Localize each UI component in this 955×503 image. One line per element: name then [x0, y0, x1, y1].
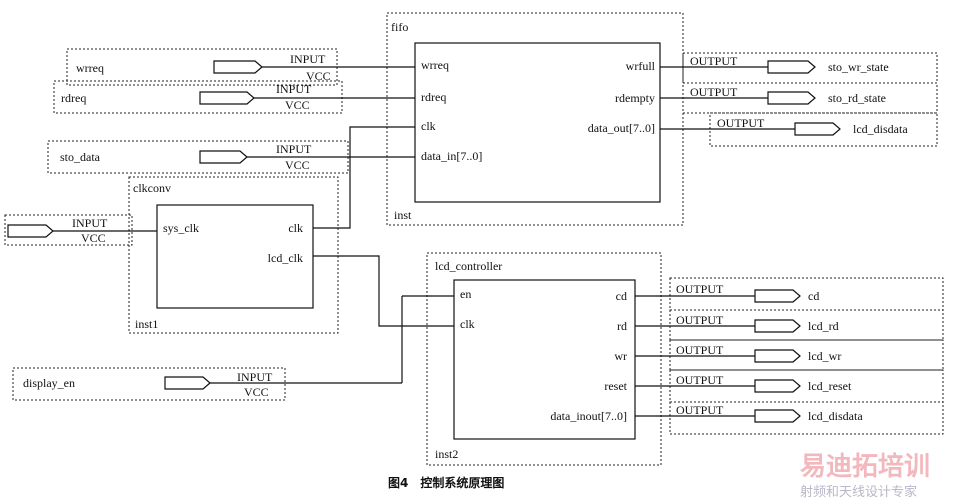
lcd-controller-title: lcd_controller	[435, 259, 502, 273]
output-pin-lcd-disdata-2-name: lcd_disdata	[808, 409, 863, 423]
output-pin-lcd-wr-type: OUTPUT	[676, 343, 724, 357]
output-pin-lcd-disdata-1-type: OUTPUT	[717, 116, 765, 130]
output-pin-lcd-disdata-1-name: lcd_disdata	[853, 122, 908, 136]
clkconv-title: clkconv	[133, 181, 171, 195]
wire-lcdclk-to-lcd	[313, 255, 454, 327]
figure-caption: 图4 控制系统原理图	[388, 475, 504, 490]
output-pin-cd-type: OUTPUT	[676, 282, 724, 296]
input-pin-sto-data-type: INPUT	[276, 142, 312, 156]
output-pin-sto-wr-state-shape	[767, 60, 816, 74]
wire-clk-to-fifo	[313, 126, 415, 229]
lcd-port-reset: reset	[604, 379, 627, 393]
input-pin-rdreq-name: rdreq	[61, 91, 86, 105]
input-pin-rdreq-shape	[199, 91, 255, 105]
output-pin-lcd-disdata-1-shape	[794, 122, 841, 136]
output-pin-lcd-disdata-2-type: OUTPUT	[676, 403, 724, 417]
input-pin-sto-data-name: sto_data	[60, 150, 101, 164]
clkconv-outer-box	[128, 176, 339, 334]
fifo-instance: inst	[394, 208, 412, 222]
fifo-port-data-in: data_in[7..0]	[421, 149, 482, 163]
clkconv-port-sys-clk: sys_clk	[163, 221, 199, 235]
input-pin-display-en-type: INPUT	[237, 370, 273, 384]
fifo-outer-box	[386, 12, 684, 226]
output-pin-lcd-disdata-2-shape	[754, 409, 801, 423]
fifo-port-wrfull: wrfull	[626, 59, 656, 73]
output-pin-lcd-wr-name: lcd_wr	[808, 349, 841, 363]
output-pin-lcd-reset-name: lcd_reset	[808, 379, 852, 393]
lcd-port-cd: cd	[616, 289, 627, 303]
input-pin-display-en-shape	[164, 376, 211, 390]
fifo-port-data-out: data_out[7..0]	[588, 121, 655, 135]
lcd-controller-block	[453, 279, 636, 440]
input-pin-rdreq-vcc: VCC	[285, 98, 310, 112]
watermark-title: 易迪拓培训	[800, 452, 930, 482]
input-pin-sysclk-shape	[7, 224, 54, 238]
input-pin-sysclk-vcc: VCC	[81, 231, 106, 245]
input-pin-sto-data-vcc: VCC	[285, 158, 310, 172]
lcd-port-clk: clk	[460, 317, 475, 331]
output-pin-sto-wr-state-type: OUTPUT	[690, 54, 738, 68]
fifo-port-rdreq: rdreq	[421, 90, 446, 104]
output-pin-cd-name: cd	[808, 289, 819, 303]
lcd-controller-instance: inst2	[435, 447, 458, 461]
fifo-block	[414, 42, 661, 203]
input-pin-sto-data-shape	[199, 150, 248, 164]
clkconv-instance: inst1	[135, 317, 158, 331]
output-pin-lcd-wr-shape	[754, 349, 801, 363]
input-pin-wrreq-vcc: VCC	[306, 69, 331, 83]
output-pin-lcd-rd-shape	[754, 319, 801, 333]
output-pin-lcd-rd-type: OUTPUT	[676, 313, 724, 327]
output-pin-sto-wr-state-name: sto_wr_state	[828, 60, 889, 74]
output-pin-cd-shape	[754, 289, 801, 303]
output-pin-lcd-rd-name: lcd_rd	[808, 319, 839, 333]
fifo-title: fifo	[391, 20, 408, 34]
clkconv-port-lcd-clk: lcd_clk	[268, 251, 303, 265]
input-pin-rdreq-type: INPUT	[276, 82, 312, 96]
output-pin-lcd-reset-shape	[754, 379, 801, 393]
output-pin-sto-rd-state-shape	[767, 91, 816, 105]
clkconv-port-clk: clk	[288, 221, 303, 235]
watermark-subtitle: 射频和天线设计专家	[800, 484, 917, 500]
input-pin-wrreq-shape	[213, 60, 263, 74]
fifo-port-rdempty: rdempty	[615, 91, 655, 105]
lcd-port-data-inout: data_inout[7..0]	[550, 409, 627, 423]
output-pin-sto-rd-state-name: sto_rd_state	[828, 91, 886, 105]
input-pin-display-en-vcc: VCC	[244, 385, 269, 399]
lcd-port-rd: rd	[617, 319, 627, 333]
input-pin-display-en-name: display_en	[23, 376, 75, 390]
lcd-port-wr: wr	[614, 349, 627, 363]
input-pin-wrreq-name: wrreq	[76, 61, 104, 75]
fifo-port-wrreq: wrreq	[421, 58, 449, 72]
lcd-controller-outer-box	[426, 252, 662, 466]
input-pin-wrreq-type: INPUT	[290, 52, 326, 66]
input-pin-sysclk-type: INPUT	[72, 216, 108, 230]
output-pin-sto-rd-state-type: OUTPUT	[690, 85, 738, 99]
output-pin-lcd-reset-type: OUTPUT	[676, 373, 724, 387]
fifo-port-clk: clk	[421, 119, 436, 133]
lcd-port-en: en	[460, 287, 471, 301]
